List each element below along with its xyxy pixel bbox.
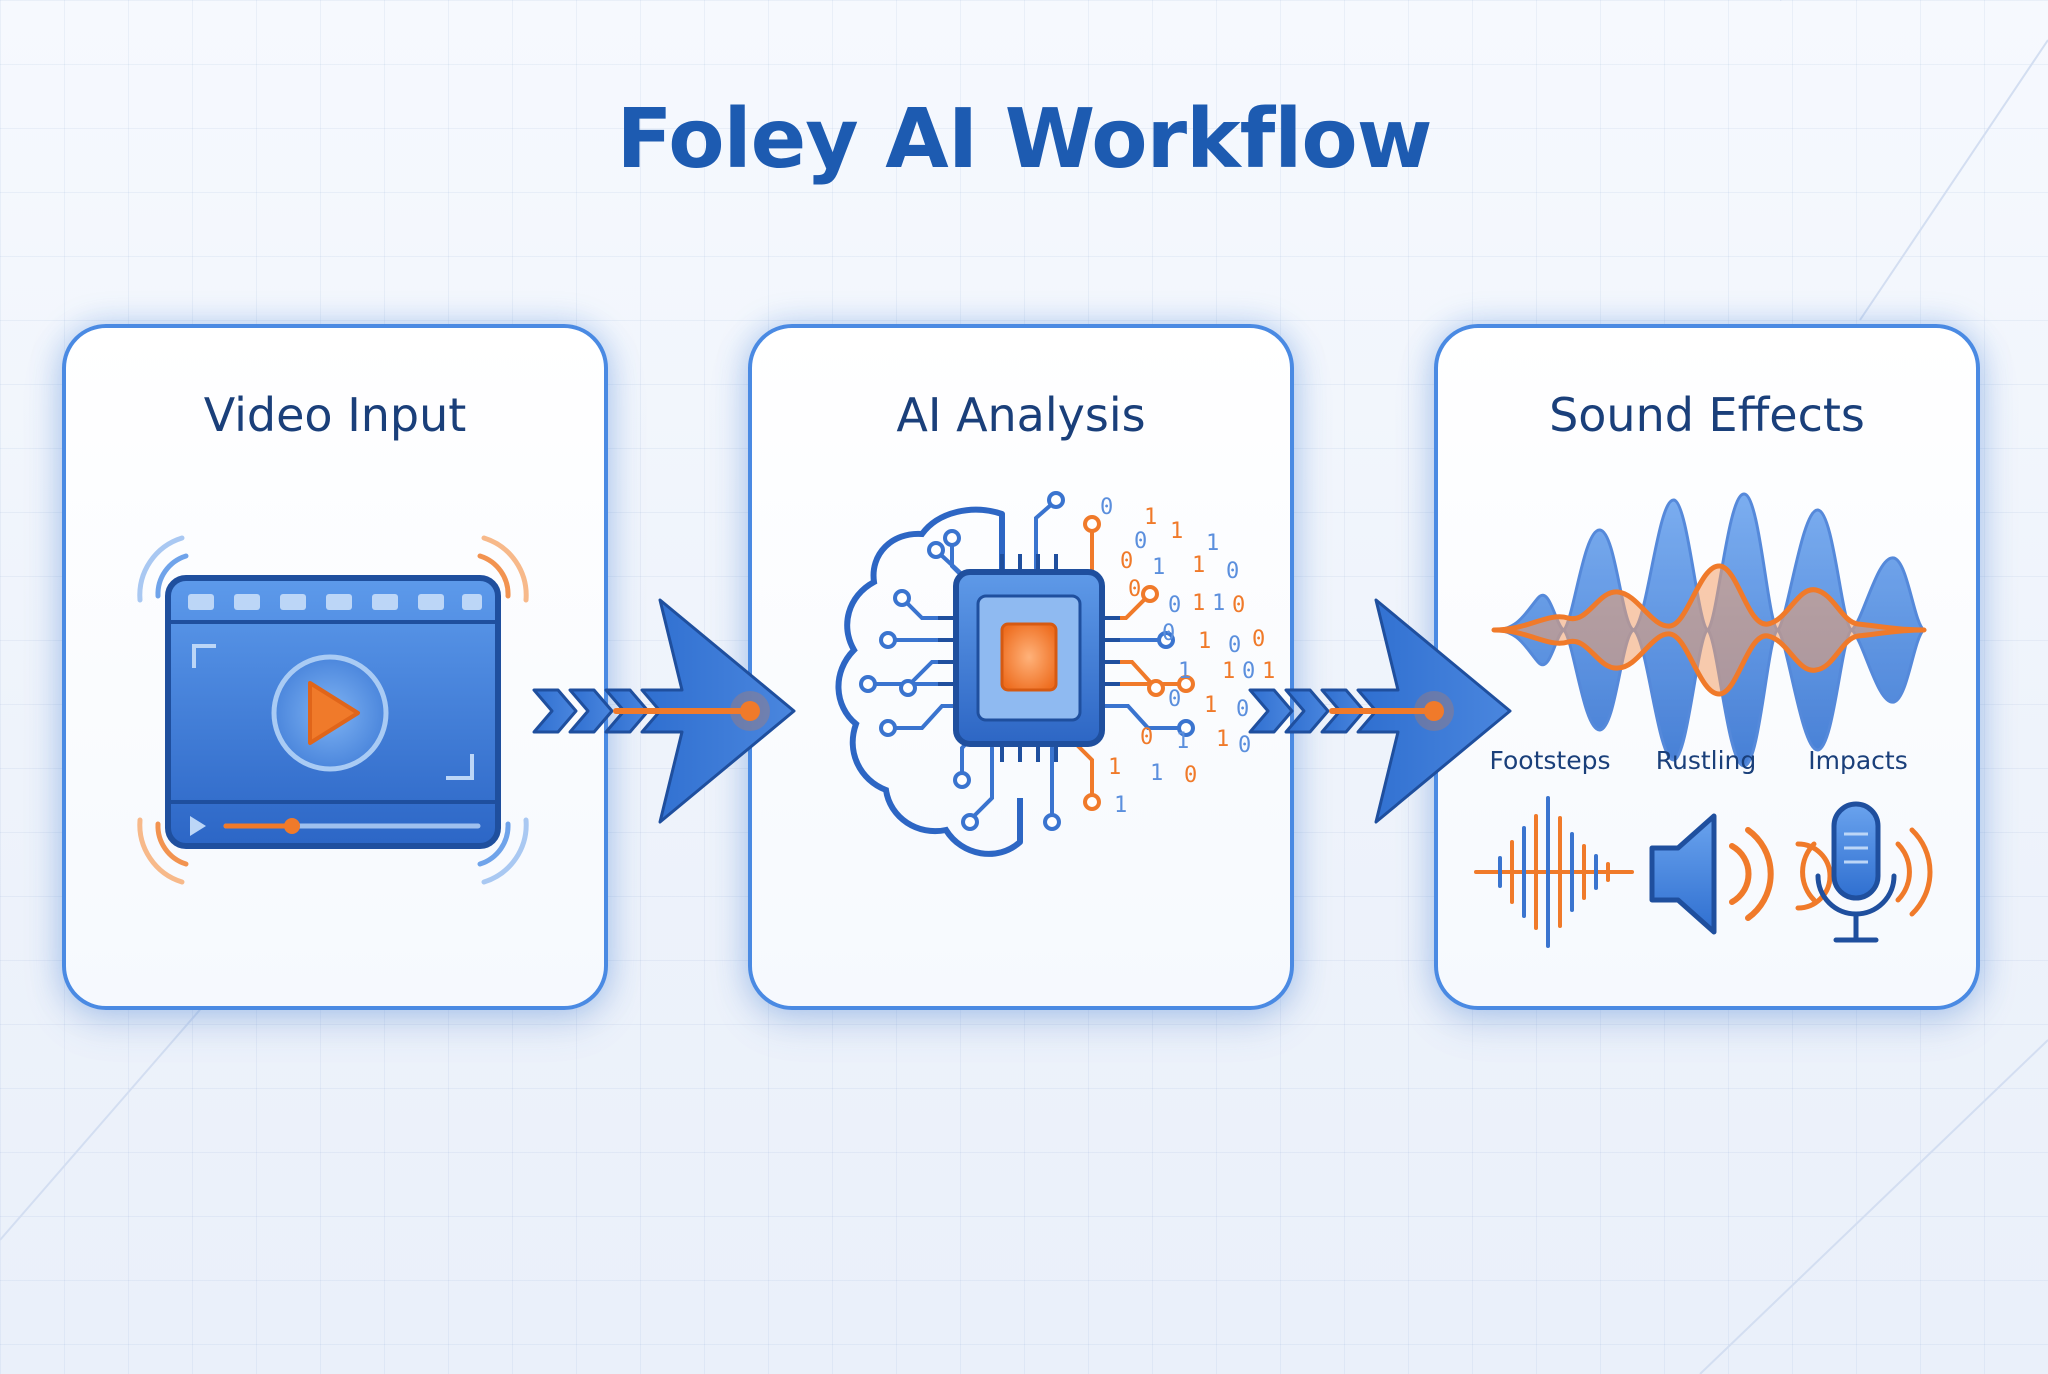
binary-digit: 1 [1212, 591, 1225, 616]
binary-digit: 0 [1100, 495, 1113, 520]
step-title: Sound Effects [1549, 388, 1865, 442]
binary-digit: 1 [1144, 505, 1157, 530]
sound-waveform-icon [1474, 492, 1933, 948]
binary-digit: 0 [1168, 593, 1181, 618]
binary-digit: 0 [1134, 529, 1147, 554]
binary-digit: 1 [1170, 519, 1183, 544]
microphone-icon [1795, 801, 1933, 943]
binary-digit: 1 [1108, 755, 1121, 780]
binary-digit: 1 [1222, 659, 1235, 684]
binary-digit: 1 [1192, 591, 1205, 616]
sound-label-impacts: Impacts [1808, 746, 1908, 775]
binary-digit: 0 [1226, 559, 1239, 584]
binary-digit: 0 [1252, 627, 1265, 652]
step-card-video-input: Video Input [62, 324, 608, 1010]
binary-digit: 0 [1120, 549, 1133, 574]
sound-label-footsteps: Footsteps [1489, 746, 1611, 775]
binary-digit: 1 [1216, 727, 1229, 752]
binary-digit: 0 [1238, 733, 1251, 758]
binary-digit: 1 [1150, 761, 1163, 786]
binary-digit: 0 [1242, 659, 1255, 684]
binary-digit: 0 [1162, 621, 1175, 646]
page-title: Foley AI Workflow [616, 92, 1433, 187]
binary-digit: 0 [1140, 725, 1153, 750]
binary-digit: 1 [1176, 729, 1189, 754]
binary-digit: 1 [1262, 659, 1275, 684]
step-title: AI Analysis [896, 388, 1146, 442]
binary-digit: 0 [1228, 633, 1241, 658]
binary-digit: 0 [1184, 763, 1197, 788]
flow-arrow-2 [1248, 598, 1512, 824]
binary-digit: 0 [1128, 577, 1141, 602]
binary-digit: 1 [1206, 531, 1219, 556]
binary-digit: 0 [1232, 593, 1245, 618]
binary-digit: 1 [1178, 659, 1191, 684]
binary-digit: 0 [1236, 697, 1249, 722]
binary-digit: 1 [1204, 693, 1217, 718]
binary-digit: 1 [1198, 629, 1211, 654]
step-title: Video Input [203, 388, 467, 442]
binary-digit: 0 [1168, 687, 1181, 712]
flow-arrow-1 [532, 598, 796, 824]
step-card-ai-analysis: AI Analysis [748, 324, 1294, 1010]
sound-label-rustling: Rustling [1655, 746, 1757, 775]
binary-digit: 1 [1152, 555, 1165, 580]
binary-digit: 1 [1192, 553, 1205, 578]
binary-digit: 1 [1114, 793, 1127, 818]
speaker-icon [1649, 813, 1774, 935]
video-player-icon [137, 535, 529, 885]
step-card-sound-effects: Sound Effects [1434, 324, 1980, 1010]
